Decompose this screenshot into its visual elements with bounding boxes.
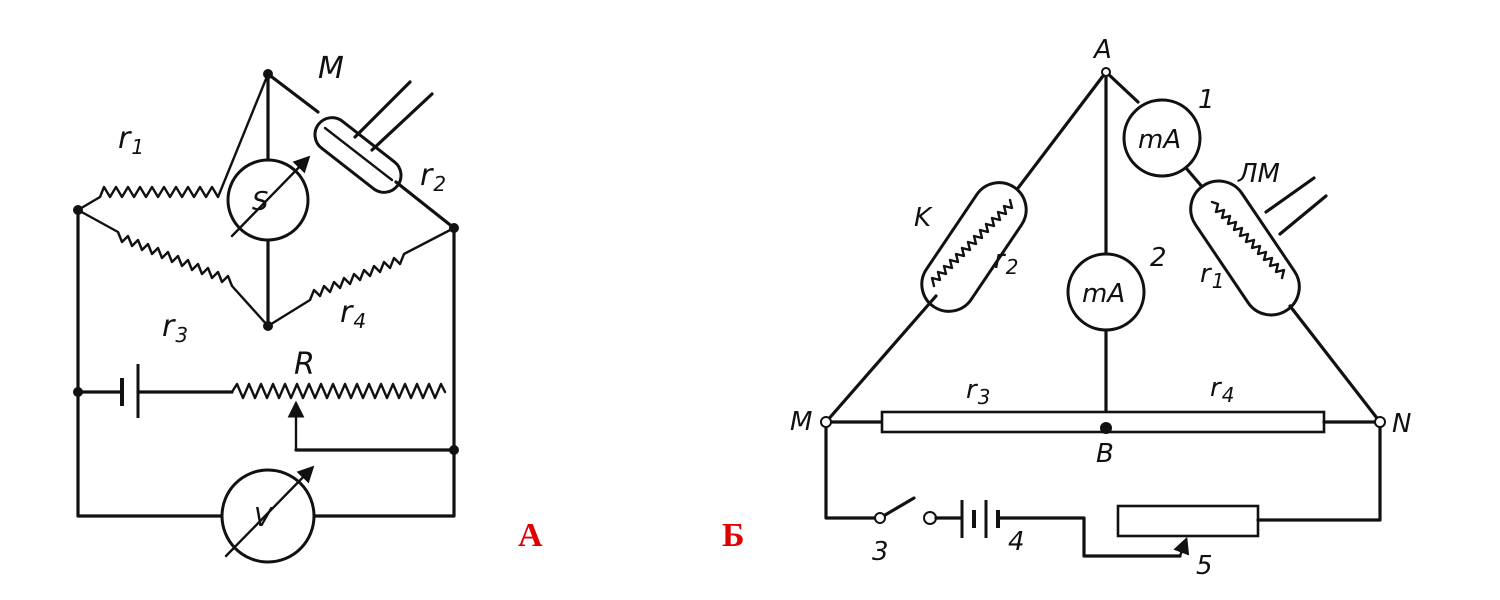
label-LM: ЛМ bbox=[1237, 159, 1280, 189]
wire-A-to-K bbox=[1010, 70, 1108, 198]
voltmeter-V-arrow bbox=[224, 465, 315, 558]
switch-3 bbox=[878, 496, 916, 520]
label-K: K bbox=[914, 203, 933, 233]
switch-3-pivot bbox=[874, 512, 886, 524]
label-n2: 2 bbox=[1150, 243, 1167, 273]
wire-LM-to-N bbox=[1288, 304, 1382, 424]
rheostat-5-slider bbox=[1173, 536, 1190, 558]
wire-M-down bbox=[824, 420, 878, 520]
wire-left-vertical bbox=[76, 208, 224, 518]
wire-K-to-M bbox=[824, 294, 938, 424]
lamp-LM-stem bbox=[1264, 176, 1328, 236]
lamp-M-stem bbox=[353, 80, 434, 152]
lamp-LM bbox=[1189, 179, 1301, 317]
label-mA1: mA bbox=[1138, 125, 1181, 155]
panel-a-tag: А bbox=[518, 517, 543, 554]
node-M bbox=[820, 416, 832, 428]
label-M: M bbox=[790, 407, 812, 437]
node-N bbox=[1374, 416, 1386, 428]
wire-right-vertical bbox=[312, 226, 456, 518]
label-A: A bbox=[1092, 35, 1112, 65]
panel-a-bridge-circuit: r1 M r2 S r3 r4 R V А bbox=[73, 51, 543, 564]
label-r4: r4 bbox=[1210, 373, 1234, 407]
label-n5: 5 bbox=[1196, 551, 1213, 581]
node-a-slider bbox=[449, 445, 459, 455]
label-B: B bbox=[1096, 439, 1114, 469]
resistor-r1 bbox=[76, 72, 270, 212]
wire-battery-to-rheostat bbox=[996, 516, 1182, 558]
label-r2: r2 bbox=[420, 158, 446, 196]
label-n1: 1 bbox=[1198, 85, 1215, 115]
panel-b-tag: Б bbox=[722, 517, 744, 554]
resistor-r3 bbox=[76, 208, 270, 328]
label-r1: r1 bbox=[1200, 259, 1224, 293]
label-r1: r1 bbox=[118, 121, 144, 159]
lamp-M-filament bbox=[323, 126, 394, 182]
wire-A-to-mA1 bbox=[1104, 70, 1140, 104]
node-a-battery bbox=[73, 387, 83, 397]
node-A bbox=[1101, 67, 1111, 77]
switch-3-contact bbox=[923, 511, 937, 525]
tube-K bbox=[920, 181, 1028, 313]
label-n3: 3 bbox=[872, 537, 889, 567]
node-B bbox=[1100, 422, 1112, 434]
rheostat-5 bbox=[1116, 504, 1260, 538]
label-r2: r2 bbox=[994, 245, 1018, 279]
node-a-bottom bbox=[263, 321, 273, 331]
panel-b-bridge-circuit: A 1 mA ЛМ K r2 2 mA r1 M N r3 r4 B 3 4 5… bbox=[722, 35, 1411, 581]
resistor-r4 bbox=[266, 226, 456, 328]
label-r4: r4 bbox=[340, 295, 366, 333]
node-a-left bbox=[73, 205, 83, 215]
voltmeter-V bbox=[220, 468, 316, 564]
label-r3: r3 bbox=[966, 375, 990, 409]
wire-rheostat-to-N bbox=[1256, 420, 1382, 522]
label-n4: 4 bbox=[1008, 527, 1025, 557]
node-a-right bbox=[449, 223, 459, 233]
label-R: R bbox=[294, 347, 315, 382]
label-V: V bbox=[254, 503, 274, 533]
wire-lamp-to-right bbox=[394, 180, 456, 230]
resistor-r2-coil bbox=[930, 198, 1014, 288]
label-r3: r3 bbox=[162, 309, 188, 347]
node-a-top bbox=[263, 69, 273, 79]
milliammeter-1 bbox=[1122, 98, 1202, 178]
resistor-r1-coil bbox=[1210, 200, 1286, 280]
label-N: N bbox=[1392, 409, 1411, 439]
rheostat-R bbox=[230, 382, 447, 400]
label-mA2: mA bbox=[1082, 279, 1125, 309]
label-S: S bbox=[252, 187, 269, 217]
wire-top-to-lamp bbox=[266, 72, 320, 114]
label-M: M bbox=[318, 51, 344, 86]
galvanometer-S-arrow bbox=[230, 155, 311, 238]
